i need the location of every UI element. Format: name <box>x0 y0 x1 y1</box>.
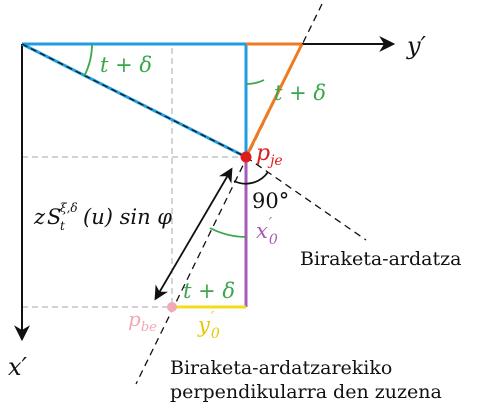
distance-arrow <box>154 167 233 301</box>
distance-label: z S ξ,δ t (u) sin φ <box>33 201 172 233</box>
angle-arc-right <box>245 79 265 85</box>
right-angle-label: 90° <box>252 189 289 213</box>
angle-label-right: t + δ <box>274 81 326 105</box>
point-p-be <box>167 302 177 312</box>
angle-label-top: t + δ <box>100 53 152 77</box>
label-x0-prime: x0′ <box>256 214 278 248</box>
svg-text:ξ,δ: ξ,δ <box>60 201 78 215</box>
svg-text:t: t <box>60 219 65 233</box>
orange-diagonal-segment <box>244 43 304 158</box>
perpendicular-label-line2: perpendikularra den zuzena <box>170 381 442 403</box>
point-p-je <box>240 151 252 163</box>
perpendicular-label-line1: Biraketa-ardatzarekiko <box>170 357 392 379</box>
rotation-axis-line <box>135 3 323 385</box>
angle-arc-top <box>83 43 93 76</box>
right-angle-arc <box>233 171 269 185</box>
rotation-axis-label: Biraketa-ardatza <box>300 248 461 270</box>
label-p-je: pje <box>256 141 283 169</box>
angle-arc-bottom <box>209 227 247 238</box>
svg-text:z: z <box>33 205 46 229</box>
svg-text:(u) sin φ: (u) sin φ <box>83 205 172 229</box>
angle-label-bottom: t + δ <box>183 279 235 303</box>
label-p-be: pbe <box>128 307 157 335</box>
x-prime-label: x′ <box>8 353 28 381</box>
svg-text:S: S <box>47 205 61 229</box>
y-prime-label: y′ <box>406 32 427 60</box>
perpendicular-dashed-line <box>245 156 367 241</box>
black-dashed-diagonal-overlay <box>21 43 247 158</box>
label-y0-prime: y0′ <box>197 308 220 342</box>
